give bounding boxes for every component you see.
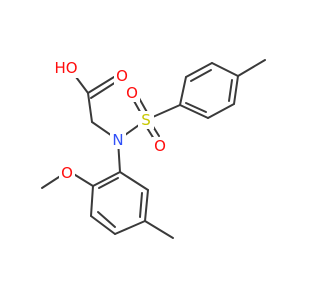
nitrogen-label: N (112, 131, 123, 149)
bond-ring-o-methoxy (71, 172, 94, 187)
methoxy-oxygen-label: O (61, 164, 73, 182)
bond-ring2-methyl (144, 220, 174, 239)
bond-ring1-inner-c (185, 102, 207, 113)
atom-labels: HO O N S O O O (52, 58, 168, 182)
bond-ring2-inner-b (139, 192, 143, 218)
bond-ring2-inner-c (98, 177, 119, 189)
bond-c-ch2 (87, 92, 93, 123)
bond-ring1-inner-b (228, 79, 233, 102)
bond-ring2-inner-a (97, 211, 116, 228)
bond-ring1-3 (211, 62, 239, 77)
bond-ring1-1 (179, 76, 187, 106)
bond-ring1-2 (185, 62, 213, 78)
carbonyl-oxygen-label: O (116, 67, 128, 85)
bond-ring1-methyl (237, 59, 266, 77)
sulfur-label: S (141, 111, 151, 129)
bond-ring2-6 (119, 171, 149, 191)
bond-ring2-5 (144, 189, 149, 222)
bond-o-methyl (41, 174, 63, 189)
bond-ring1-6 (179, 104, 209, 119)
sulfonyl-oxygen-bottom-label: O (154, 137, 166, 155)
molecule-structure-diagram: HO O N S O O O (41, 58, 266, 239)
bond-ring2-2 (90, 185, 94, 217)
hydroxyl-oxygen-label: HO (54, 59, 77, 77)
bond-ring1-inner-a (190, 69, 212, 82)
sulfonyl-oxygen-top-label: O (126, 84, 138, 102)
bond-ring2-3 (90, 215, 116, 235)
bond-ring1-5 (207, 103, 235, 119)
bond-c-o-double-b (90, 81, 117, 99)
bond-ring1-4 (233, 75, 239, 105)
bond-c-o-double-a (87, 76, 115, 94)
bond-ring2-4 (114, 220, 146, 235)
bond-ring2-1 (92, 171, 121, 187)
